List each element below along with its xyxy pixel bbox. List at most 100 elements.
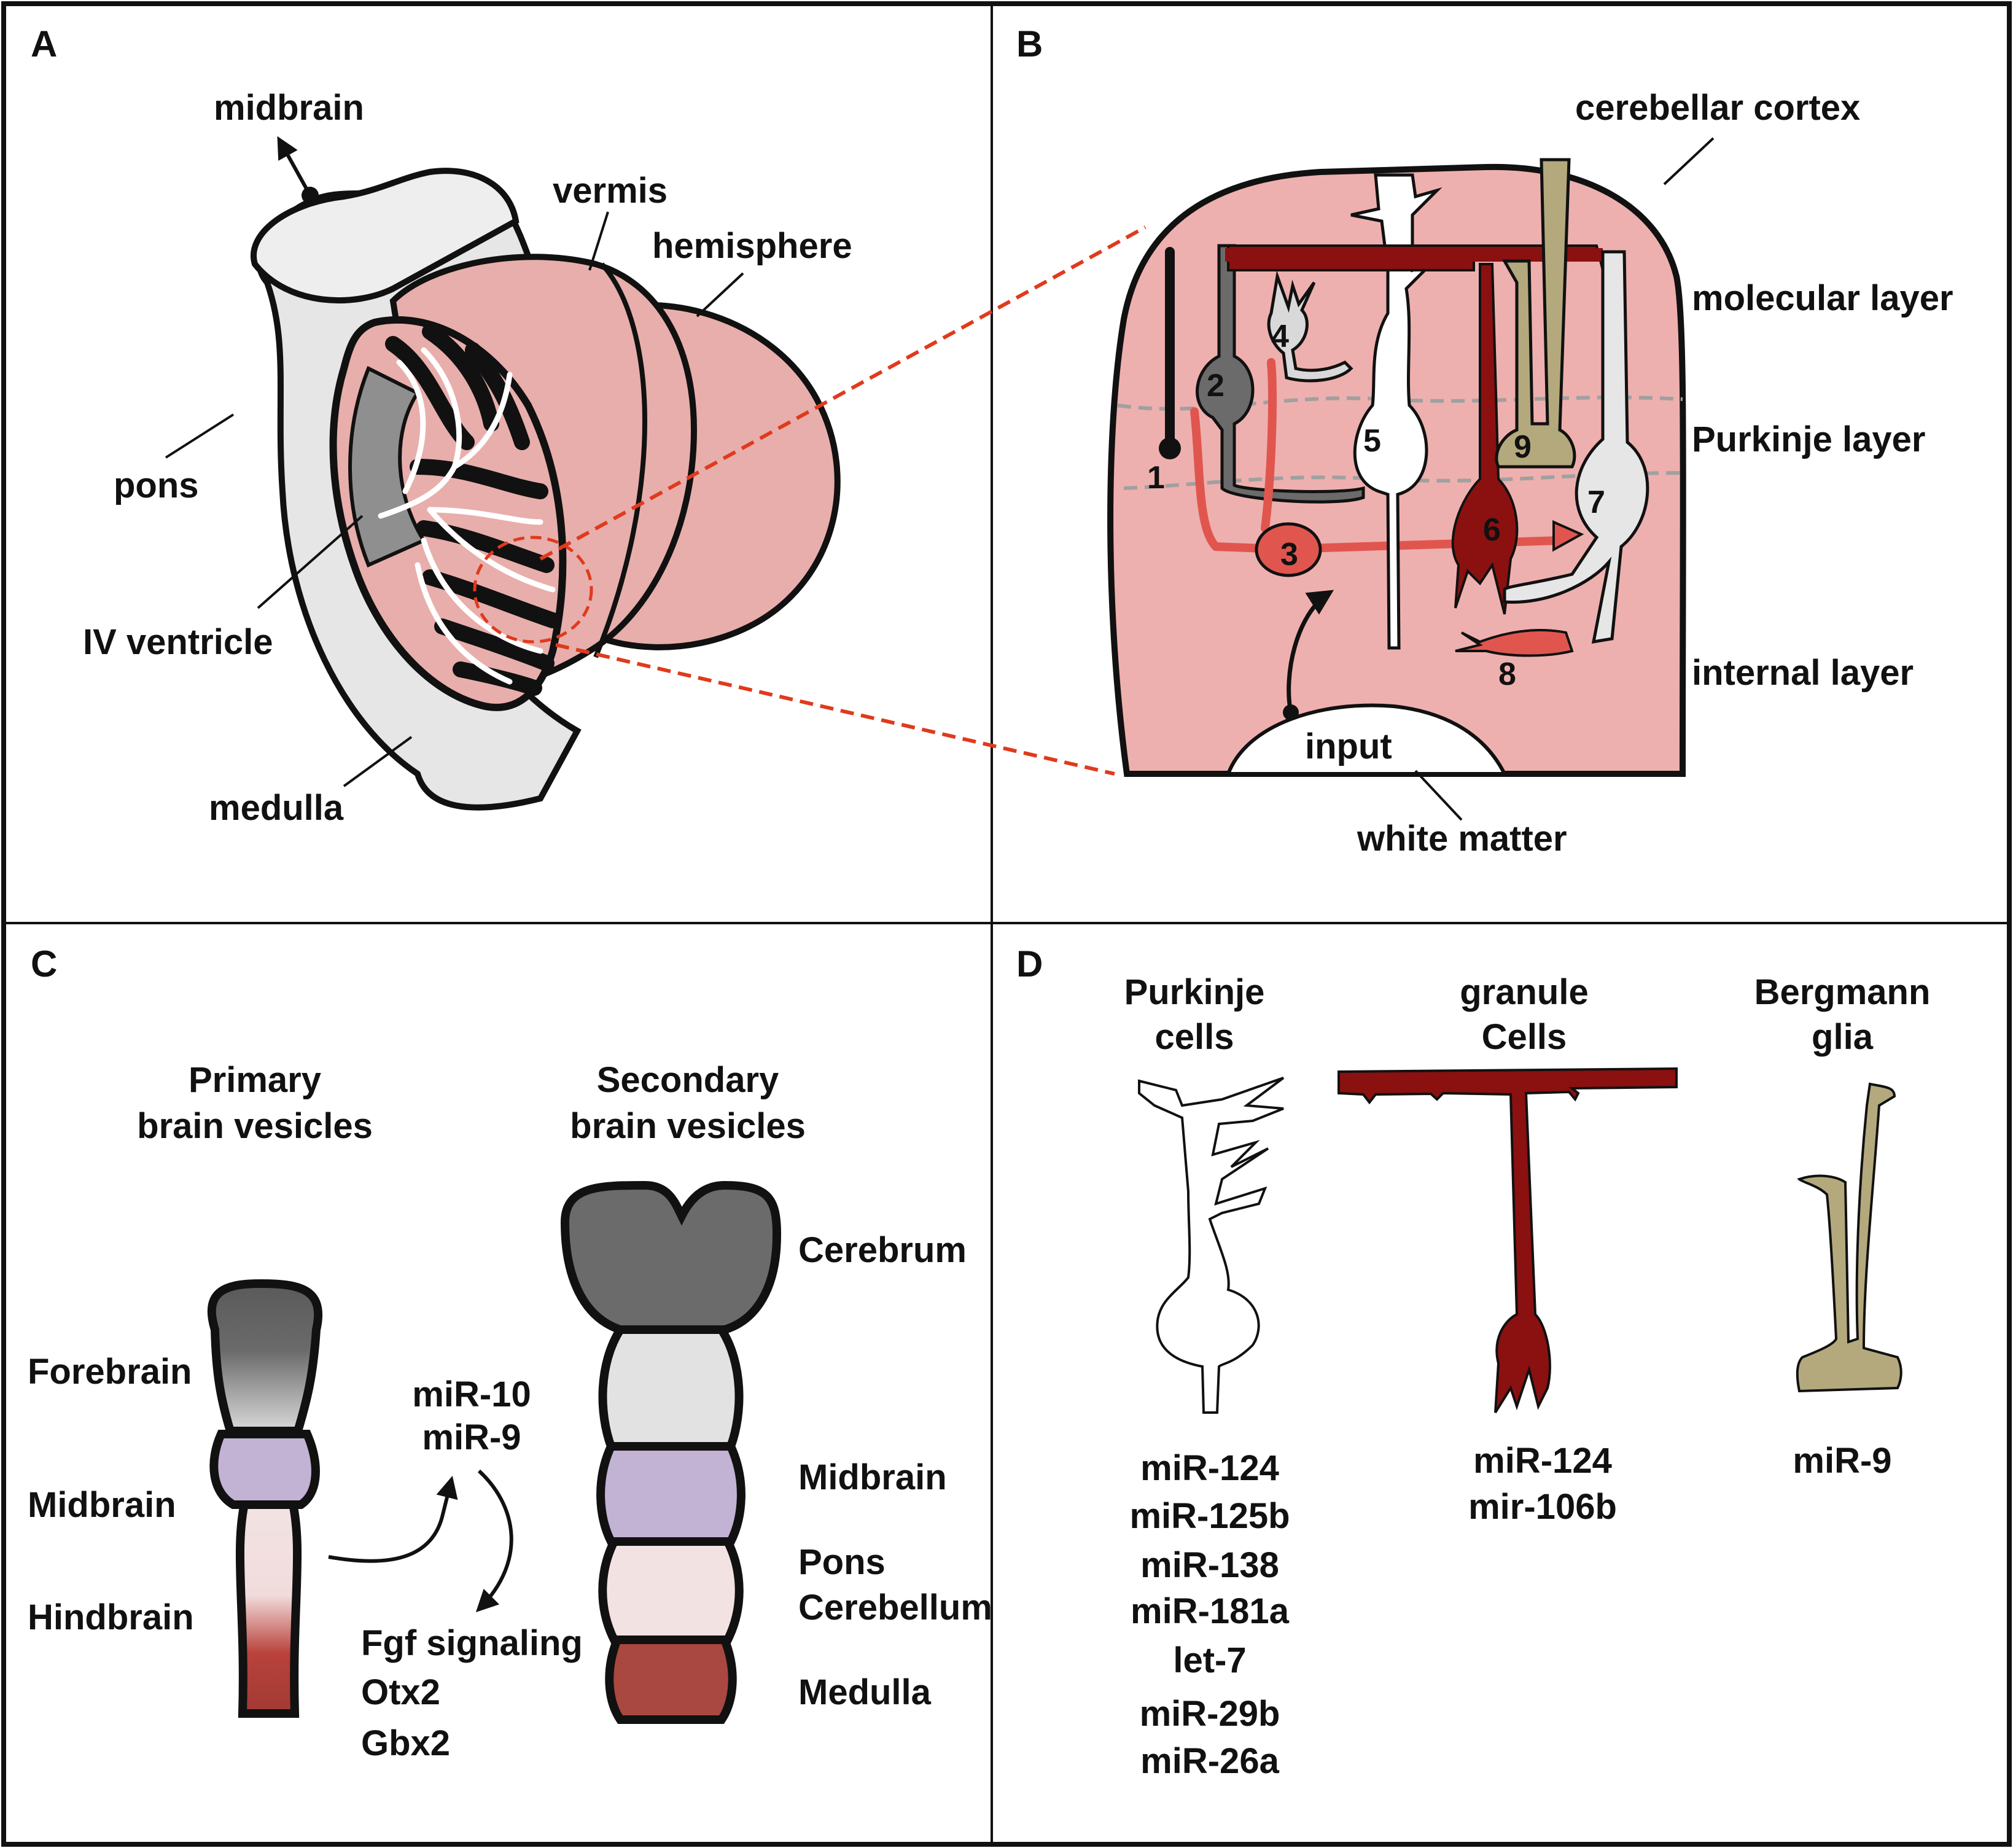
cerebellar-cortex-leader (1663, 137, 1715, 185)
mir-to-targets-arrow (475, 1469, 513, 1613)
diencephalon-vesicle (598, 1325, 744, 1451)
hindbrain-to-mir-arrow (328, 1476, 458, 1563)
panel-d: D Purkinje cells granule Cells Bergmann … (1016, 943, 1930, 1781)
bergmann-title-line1: Bergmann (1754, 972, 1931, 1012)
white-matter-leader (1414, 770, 1463, 821)
zoom-circle (473, 536, 593, 644)
cell-number-8: 8 (1498, 657, 1516, 692)
cell-1-terminal (1159, 437, 1181, 459)
secondary-midbrain-vesicle (596, 1442, 746, 1546)
label-secondary-midbrain: Midbrain (798, 1457, 947, 1497)
label-primary-midbrain: Midbrain (28, 1485, 176, 1525)
label-iv-ventricle: IV ventricle (83, 622, 273, 662)
cell-number-5: 5 (1363, 423, 1381, 459)
target-otx2: Otx2 (361, 1672, 440, 1712)
cell-8 (1455, 629, 1574, 657)
medulla-leader (343, 736, 413, 787)
bergmann-title-line2: glia (1812, 1017, 1874, 1057)
cell-2 (1196, 244, 1365, 504)
label-pons: Pons (798, 1542, 886, 1582)
forebrain-vesicle (207, 1279, 323, 1435)
panel-d-letter: D (1016, 943, 1043, 984)
zoom-line-top (539, 225, 1147, 561)
secondary-vesicles (560, 1180, 782, 1724)
midbrain-dot (302, 187, 319, 204)
pons-leader (165, 413, 235, 459)
cell-number-2: 2 (1207, 368, 1225, 404)
label-forebrain: Forebrain (28, 1352, 192, 1392)
purkinje-mir-7: miR-26a (1140, 1741, 1279, 1781)
label-input: input (1305, 727, 1392, 766)
purkinje-title-line2: cells (1155, 1017, 1234, 1057)
white-matter (1225, 703, 1508, 776)
panel-c: C Primary brain vesicles Secondary brain… (28, 943, 992, 1763)
cell-number-1: 1 (1147, 460, 1165, 496)
label-medulla: medulla (209, 788, 344, 828)
secondary-title-line1: Secondary (597, 1060, 779, 1100)
cell-number-4: 4 (1271, 319, 1289, 354)
target-gbx2: Gbx2 (361, 1723, 450, 1763)
vermis-leader (588, 211, 609, 271)
primary-title-line2: brain vesicles (137, 1106, 373, 1146)
purkinje-title-line1: Purkinje (1124, 972, 1265, 1012)
label-white-matter: white matter (1357, 819, 1567, 859)
vermis-groove (593, 262, 647, 658)
cell-7 (1503, 250, 1649, 644)
label-pons: pons (114, 466, 199, 505)
hindbrain-vesicle (235, 1494, 302, 1718)
label-cerebellum: Cerebellum (798, 1588, 992, 1628)
purkinje-mir-1: miR-124 (1140, 1448, 1279, 1488)
granule-title-line2: Cells (1482, 1017, 1567, 1057)
label-midbrain: midbrain (214, 88, 364, 128)
purkinje-mir-5: let-7 (1173, 1640, 1246, 1680)
cell-5-purkinje (1350, 173, 1443, 650)
purkinje-mir-6: miR-29b (1140, 1694, 1280, 1734)
purkinje-cell-drawing (1138, 1077, 1285, 1414)
purkinje-mir-4: miR-181a (1131, 1591, 1290, 1631)
secondary-title-line2: brain vesicles (570, 1106, 806, 1146)
mir-10: miR-10 (412, 1374, 531, 1414)
primary-vesicles (207, 1279, 323, 1718)
cell-4 (1267, 270, 1353, 383)
panel-b: B 1 2 3 (1016, 23, 1953, 859)
label-cerebrum: Cerebrum (798, 1230, 967, 1270)
input-arrow (1287, 590, 1334, 713)
input-dot (1283, 704, 1299, 720)
panel-a-letter: A (31, 23, 57, 64)
midbrain-vesicle (209, 1430, 320, 1509)
label-hemisphere: hemisphere (652, 226, 852, 266)
iv-ventricle-shape (348, 365, 427, 568)
label-purkinje-layer: Purkinje layer (1692, 419, 1925, 459)
label-hindbrain: Hindbrain (28, 1597, 194, 1637)
label-cerebellar-cortex: cerebellar cortex (1575, 88, 1860, 128)
bergmann-mir-1: miR-9 (1793, 1441, 1891, 1481)
hemisphere-leader (696, 272, 744, 318)
midbrain-top (251, 168, 520, 304)
label-molecular-layer: molecular layer (1692, 278, 1953, 318)
cell-number-3: 3 (1280, 537, 1298, 572)
label-internal-layer: internal layer (1692, 653, 1914, 693)
white-matter-arbor (378, 347, 556, 685)
granule-title-line1: granule (1460, 972, 1589, 1012)
panel-c-letter: C (31, 943, 57, 984)
iv-ventricle-leader (257, 515, 364, 609)
mir-9: miR-9 (422, 1417, 521, 1457)
cell-number-6: 6 (1483, 512, 1501, 548)
cell-number-9: 9 (1514, 429, 1532, 465)
cell-3-soma (1255, 522, 1322, 577)
granule-mir-1: miR-124 (1473, 1441, 1612, 1481)
zoom-line-bottom (555, 643, 1115, 776)
cell-9-bergmann (1495, 158, 1576, 469)
cell-number-7: 7 (1587, 485, 1605, 520)
target-fgf: Fgf signaling (361, 1623, 583, 1663)
medulla-vesicle (605, 1636, 737, 1724)
granule-mir-2: mir-106b (1468, 1487, 1617, 1527)
midbrain-arrow (277, 136, 312, 197)
panel-a: A (31, 23, 852, 828)
cell-3-arrowhead (1552, 520, 1584, 552)
purkinje-mir-3: miR-138 (1140, 1545, 1279, 1585)
pons-cerebellum-vesicle (598, 1537, 744, 1644)
bergmann-glia-drawing (1796, 1082, 1902, 1393)
label-medulla-vesicle: Medulla (798, 1672, 932, 1712)
